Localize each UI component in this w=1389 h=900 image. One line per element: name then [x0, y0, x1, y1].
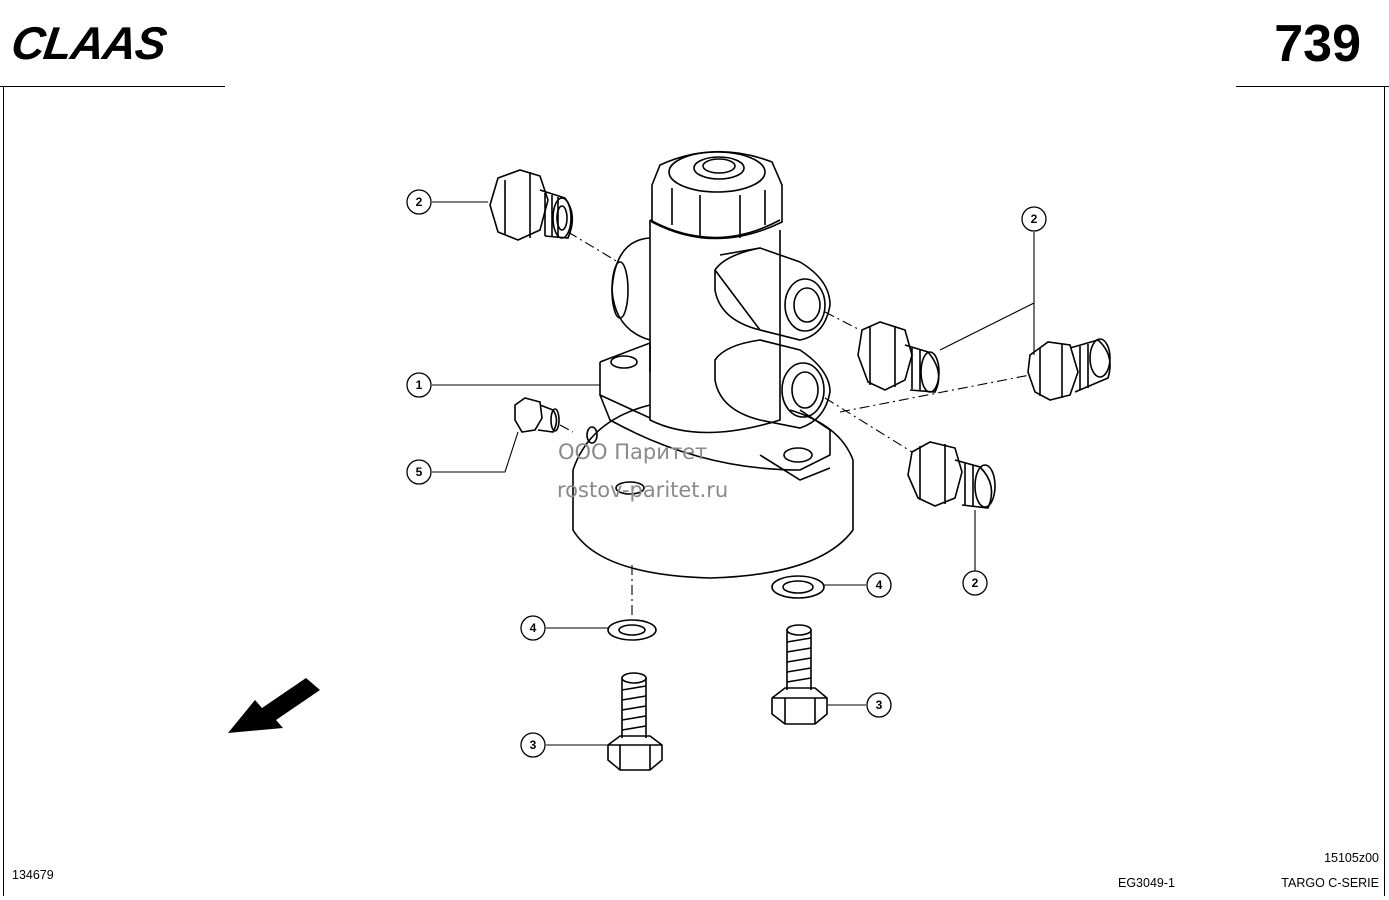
- callout-4a: 4: [530, 621, 537, 635]
- bolt-right: [771, 624, 828, 725]
- footer-left-code: 134679: [12, 868, 54, 882]
- fitting-mid-right: [857, 321, 940, 393]
- fitting-lower-right: [907, 441, 996, 509]
- footer-group-code: EG3049-1: [1118, 876, 1175, 890]
- washer-left: [607, 619, 657, 641]
- watermark-url: rostov-paritet.ru: [557, 478, 729, 502]
- callout-2b: 2: [1031, 212, 1038, 226]
- direction-arrow: [228, 678, 320, 733]
- callout-5: 5: [416, 465, 423, 479]
- header-rule-right: [1236, 86, 1389, 87]
- callout-circle-3b: [866, 692, 892, 718]
- callout-circle-1: [406, 372, 432, 398]
- callout-1: 1: [416, 378, 423, 392]
- small-fitting: [514, 397, 560, 433]
- footer-drawing-code: 15105z00: [1324, 851, 1379, 865]
- callout-circle-2b: [1021, 206, 1047, 232]
- callout-circle-3a: [520, 732, 546, 758]
- valve-base: [572, 341, 854, 579]
- frame-right-line: [1384, 86, 1385, 896]
- fitting-far-right: [1027, 338, 1111, 401]
- callout-circle-4a: [520, 615, 546, 641]
- fitting-upper-left: [489, 169, 574, 241]
- callout-3a: 3: [530, 738, 537, 752]
- watermark-company: ООО Паритет: [558, 440, 708, 464]
- callout-circle-5: [406, 459, 432, 485]
- callout-circle-2c: [962, 570, 988, 596]
- header-rule-left: [0, 86, 225, 87]
- page-number: 739: [1274, 15, 1361, 73]
- callout-3b: 3: [876, 698, 883, 712]
- callout-circle-2a: [406, 189, 432, 215]
- callout-4b: 4: [876, 578, 883, 592]
- callout-2c: 2: [972, 576, 979, 590]
- callout-circle-4b: [866, 572, 892, 598]
- valve-body: [611, 150, 831, 434]
- bolt-left: [607, 672, 663, 771]
- washer-right: [771, 575, 825, 599]
- frame-left-line: [3, 86, 4, 896]
- callout-2a: 2: [416, 195, 423, 209]
- footer-series: TARGO C-SERIE: [1281, 876, 1379, 890]
